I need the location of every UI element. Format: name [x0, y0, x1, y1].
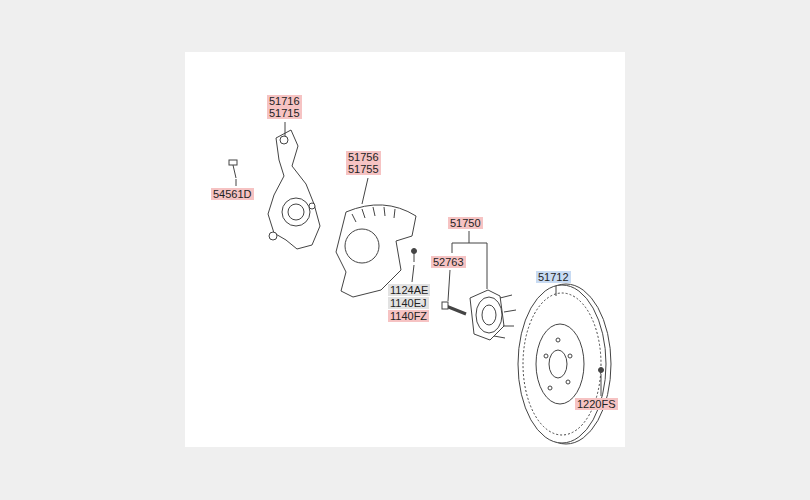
leader-line — [412, 265, 414, 282]
leader-line — [236, 179, 237, 186]
callout-number: 54561D — [211, 188, 254, 200]
leader-line — [285, 122, 286, 136]
leader-line — [601, 374, 602, 396]
leader-line — [469, 231, 470, 243]
brake-disc — [518, 284, 611, 444]
leader-line — [556, 286, 557, 296]
callout-number: 1220FS — [575, 398, 618, 410]
steering-knuckle — [268, 130, 320, 249]
callout-number: 51716 — [267, 95, 302, 107]
leader-line — [362, 178, 368, 204]
callout-number: 51715 — [267, 107, 302, 119]
callout-number: 1140FZ — [388, 310, 429, 322]
callout-number: 1140EJ — [388, 297, 429, 309]
callout-number: 52763 — [431, 256, 466, 268]
shield-screw — [412, 249, 417, 263]
callout-number: 1124AE — [388, 284, 430, 296]
callout-number: 51756 — [346, 151, 381, 163]
callout-number: 51755 — [346, 163, 381, 175]
hub-bearing — [470, 290, 516, 340]
knuckle-bolt — [229, 160, 237, 178]
leader-lines — [236, 122, 601, 396]
callout-number: 51750 — [448, 217, 483, 229]
leader-line — [448, 270, 450, 301]
callout-number: 51712 — [536, 271, 571, 283]
disc-screw — [599, 368, 604, 373]
hub-bolt — [442, 302, 466, 314]
